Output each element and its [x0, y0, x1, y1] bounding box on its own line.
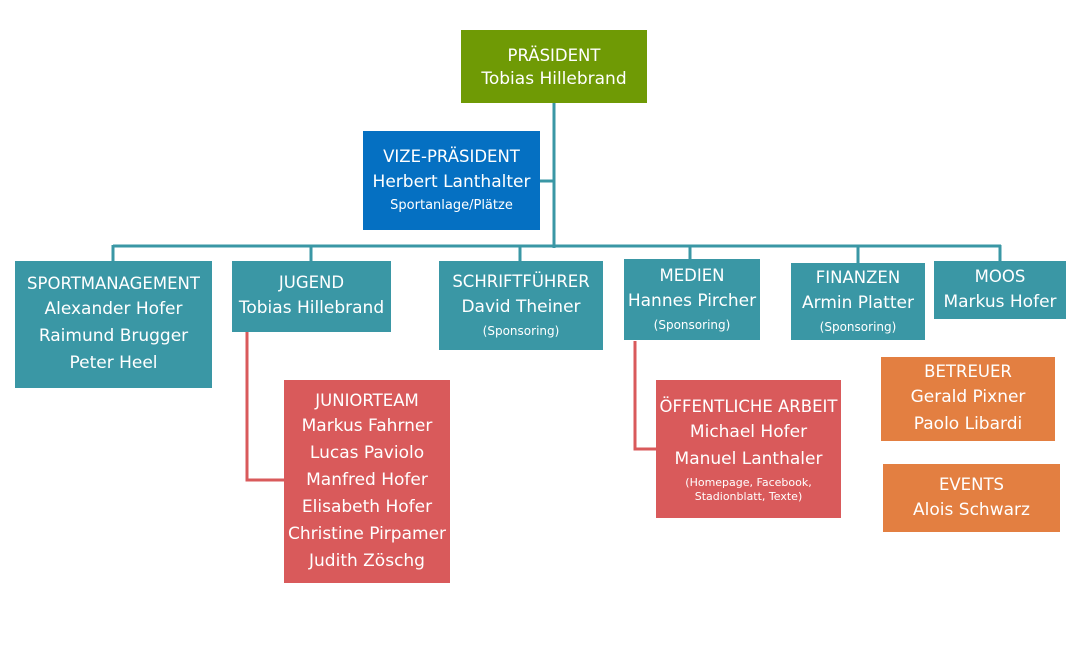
finanzen-note: (Sponsoring) — [819, 320, 897, 334]
oeffentliche-arbeit-note: (Homepage, Facebook, — [685, 475, 812, 489]
connector-oeffentliche-arbeit — [633, 341, 657, 451]
juniorteam-title: JUNIORTEAM — [315, 390, 419, 410]
finanzen-title: FINANZEN — [815, 268, 901, 287]
president-box: PRÄSIDENT Tobias Hillebrand — [461, 30, 647, 103]
moos-title: MOOS — [974, 266, 1026, 286]
sportmanagement-box: SPORTMANAGEMENT Alexander Hofer Raimund … — [15, 261, 212, 388]
sportmanagement-title: SPORTMANAGEMENT — [27, 274, 200, 293]
vice-president-box: VIZE-PRÄSIDENT Herbert Lanthalter Sporta… — [363, 131, 540, 230]
member-name: Gerald Pixner — [910, 387, 1026, 407]
schriftfuehrer-note: (Sponsoring) — [482, 324, 560, 338]
member-name: Paolo Libardi — [913, 414, 1023, 434]
juniorteam-box: JUNIORTEAM Markus Fahrner Lucas Paviolo … — [284, 380, 450, 583]
events-box: EVENTS Alois Schwarz — [883, 464, 1060, 532]
member-name: Manfred Hofer — [306, 469, 428, 490]
member-name: Hannes Pircher — [627, 291, 757, 311]
member-name: Alexander Hofer — [44, 299, 183, 319]
vice-president-note: Sportanlage/Plätze — [390, 198, 513, 213]
member-name: Manuel Lanthaler — [674, 448, 823, 469]
member-name: Lucas Paviolo — [309, 442, 425, 463]
member-name: Raimund Brugger — [38, 326, 189, 346]
member-name: Armin Platter — [802, 293, 914, 313]
events-title: EVENTS — [938, 474, 1005, 494]
president-title: PRÄSIDENT — [507, 45, 601, 65]
president-name: Tobias Hillebrand — [481, 68, 627, 89]
member-name: David Theiner — [461, 297, 581, 317]
vice-president-name: Herbert Lanthalter — [372, 172, 531, 192]
oeffentliche-arbeit-box: ÖFFENTLICHE ARBEIT Michael Hofer Manuel … — [656, 380, 841, 518]
betreuer-box: BETREUER Gerald Pixner Paolo Libardi — [881, 357, 1055, 441]
finanzen-box: FINANZEN Armin Platter (Sponsoring) — [791, 263, 925, 340]
oeffentliche-arbeit-note: Stadionblatt, Texte) — [694, 489, 803, 503]
member-name: Michael Hofer — [689, 421, 808, 442]
member-name: Markus Hofer — [943, 291, 1057, 312]
medien-title: MEDIEN — [659, 266, 725, 285]
medien-note: (Sponsoring) — [653, 318, 731, 332]
medien-box: MEDIEN Hannes Pircher (Sponsoring) — [624, 259, 760, 340]
schriftfuehrer-box: SCHRIFTFÜHRER David Theiner (Sponsoring) — [439, 261, 603, 350]
member-name: Christine Pirpamer — [287, 523, 447, 544]
member-name: Tobias Hillebrand — [238, 298, 385, 318]
connector-juniorteam — [245, 332, 285, 482]
betreuer-title: BETREUER — [924, 362, 1012, 381]
member-name: Alois Schwarz — [913, 499, 1030, 520]
member-name: Markus Fahrner — [301, 415, 433, 436]
schriftfuehrer-title: SCHRIFTFÜHRER — [452, 272, 590, 291]
moos-box: MOOS Markus Hofer — [934, 261, 1066, 319]
member-name: Elisabeth Hofer — [301, 496, 433, 517]
vice-president-title: VIZE-PRÄSIDENT — [383, 147, 520, 166]
jugend-title: JUGEND — [278, 273, 345, 292]
oeffentliche-arbeit-title: ÖFFENTLICHE ARBEIT — [659, 396, 838, 416]
jugend-box: JUGEND Tobias Hillebrand — [232, 261, 391, 332]
member-name: Judith Zöschg — [309, 550, 425, 571]
member-name: Peter Heel — [69, 353, 158, 373]
